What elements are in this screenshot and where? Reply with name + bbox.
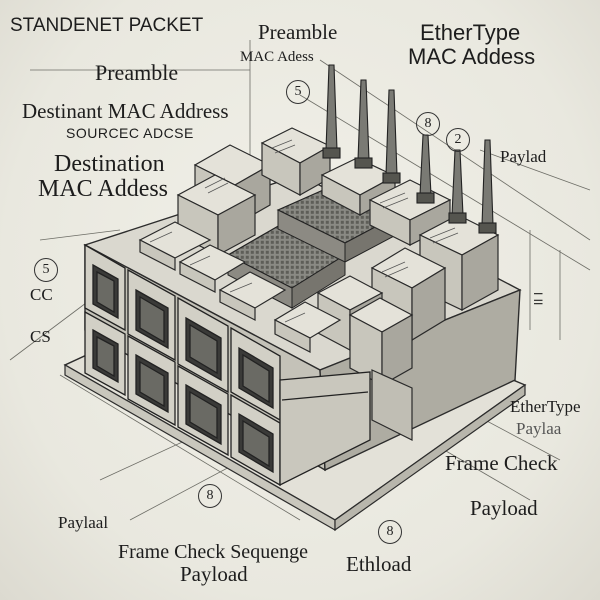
label-frame-check: Frame Check [445, 451, 558, 475]
label-dimension: I II [531, 292, 545, 306]
module-block [348, 297, 414, 387]
marker-top: 5 [286, 80, 310, 104]
module-block [218, 271, 287, 321]
marker-bottom-2: 8 [378, 520, 402, 544]
ethernet-port [84, 243, 126, 332]
label-cc: CC [30, 285, 53, 304]
diagram-title: STANDENET PACKET [10, 15, 204, 36]
module-block [138, 221, 212, 271]
antenna [354, 79, 373, 169]
ethernet-port [230, 393, 281, 487]
label-preamble-left: Preamble [95, 60, 179, 85]
antenna [416, 134, 435, 204]
antenna-array [322, 64, 497, 234]
label-mac-top: MAC Adess [240, 49, 314, 65]
port-array [84, 243, 371, 487]
label-payload-right: Paylad [500, 147, 547, 166]
ethernet-port [177, 296, 229, 394]
ethernet-port [127, 268, 176, 362]
label-source-address: SOURCEC ADCSE [66, 125, 194, 141]
module-blocks [138, 127, 500, 441]
label-cs: CS [30, 327, 51, 346]
label-payload-right-2: Paylaa [516, 419, 562, 438]
ethernet-port [230, 326, 281, 422]
label-destination-big-2: MAC Addess [38, 176, 169, 202]
antenna [382, 89, 401, 184]
module-block [176, 174, 257, 257]
ethernet-port [127, 334, 176, 427]
label-mac-top-right: MAC Addess [408, 44, 536, 69]
label-payload-lower-right: Payload [470, 496, 538, 520]
module-block [178, 244, 247, 293]
marker-right-2: 2 [446, 128, 470, 152]
label-ethload: Ethload [346, 552, 412, 576]
label-frame-check-sequence: Frame Check Sequenge [118, 541, 308, 563]
surface-details [149, 139, 459, 323]
module-block [273, 301, 342, 353]
label-ethertype-top: EtherType [420, 20, 521, 45]
label-payload-lower-left: Paylaal [58, 513, 109, 532]
antenna [448, 149, 467, 224]
ethernet-port [177, 364, 229, 457]
ethernet-port [84, 310, 126, 397]
label-destination-mac: Destinant MAC Address [22, 99, 229, 123]
label-preamble-top: Preamble [258, 20, 338, 44]
marker-left: 5 [34, 258, 58, 282]
label-payload-bottom: Payload [180, 562, 248, 586]
label-ethertype-right: EtherType [510, 397, 581, 416]
antenna [322, 64, 341, 159]
label-destination-big-1: Destination [54, 151, 165, 177]
marker-right-1: 8 [416, 112, 440, 136]
module-block [371, 369, 413, 441]
marker-bottom: 8 [198, 484, 222, 508]
antenna [478, 139, 497, 234]
